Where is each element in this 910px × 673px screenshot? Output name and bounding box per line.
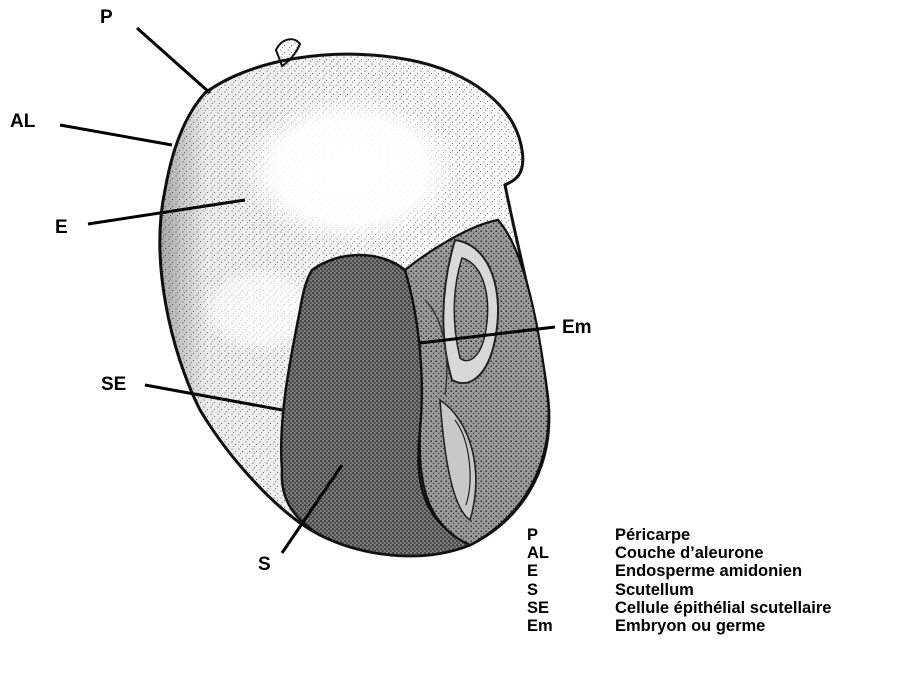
- leader-line-AL: [60, 125, 172, 145]
- legend-term: Scutellum: [615, 581, 694, 599]
- leader-line-P: [137, 28, 210, 93]
- legend-term: Endosperme amidonien: [615, 562, 802, 580]
- legend-abbr: E: [527, 562, 615, 580]
- legend: P Péricarpe AL Couche d’aleurone E Endos…: [527, 526, 907, 635]
- callout-Em: Em: [562, 318, 592, 337]
- legend-abbr: SE: [527, 599, 615, 617]
- legend-row: S Scutellum: [527, 581, 907, 599]
- callout-AL: AL: [10, 112, 35, 131]
- legend-abbr: P: [527, 526, 615, 544]
- legend-row: E Endosperme amidonien: [527, 562, 907, 580]
- legend-abbr: S: [527, 581, 615, 599]
- legend-abbr: AL: [527, 544, 615, 562]
- legend-row: Em Embryon ou germe: [527, 617, 907, 635]
- callout-P: P: [100, 8, 113, 27]
- legend-row: P Péricarpe: [527, 526, 907, 544]
- callout-E: E: [55, 218, 68, 237]
- legend-term: Embryon ou germe: [615, 617, 765, 635]
- legend-abbr: Em: [527, 617, 615, 635]
- legend-term: Couche d’aleurone: [615, 544, 764, 562]
- callout-S: S: [258, 555, 271, 574]
- legend-term: Péricarpe: [615, 526, 690, 544]
- legend-term: Cellule épithélial scutellaire: [615, 599, 831, 617]
- legend-row: AL Couche d’aleurone: [527, 544, 907, 562]
- callout-SE: SE: [101, 375, 126, 394]
- legend-row: SE Cellule épithélial scutellaire: [527, 599, 907, 617]
